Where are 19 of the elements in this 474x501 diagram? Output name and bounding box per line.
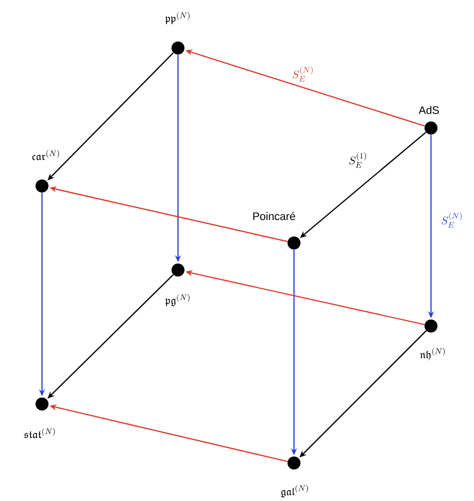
vertex-dot — [288, 456, 300, 470]
vertex-label: $\mathfrak{stat}^{(N)}$ — [24, 428, 55, 438]
edge-label: $S_E^{(1)}$ — [348, 151, 368, 169]
vertex-dot — [172, 264, 184, 276]
vertex-label: $\mathfrak{gal}^{(N)}$ — [280, 484, 308, 498]
vertex-dot — [172, 42, 184, 54]
edge-label: $S_E^{(N)}$ — [440, 211, 464, 229]
vertex-dot — [36, 180, 48, 192]
edge-label: $S_E^{(N)}$ — [291, 65, 315, 83]
vertex-label: $\mathfrak{car}^{(N)}$ — [32, 150, 60, 160]
vertex-dot — [36, 398, 48, 410]
vertex-label: $\mathfrak{pp}^{(N)}$ — [165, 12, 190, 24]
vertex-label: AdS — [418, 106, 439, 114]
vertex-dot — [288, 236, 300, 250]
vertex-label: $\mathfrak{nh}^{(N)}$ — [420, 348, 445, 360]
vertex-label: $\mathfrak{pg}^{(N)}$ — [165, 294, 190, 306]
vertex-dot — [424, 320, 438, 332]
vertex-label: Poincaré — [253, 212, 296, 220]
vertex-dot — [424, 122, 438, 134]
